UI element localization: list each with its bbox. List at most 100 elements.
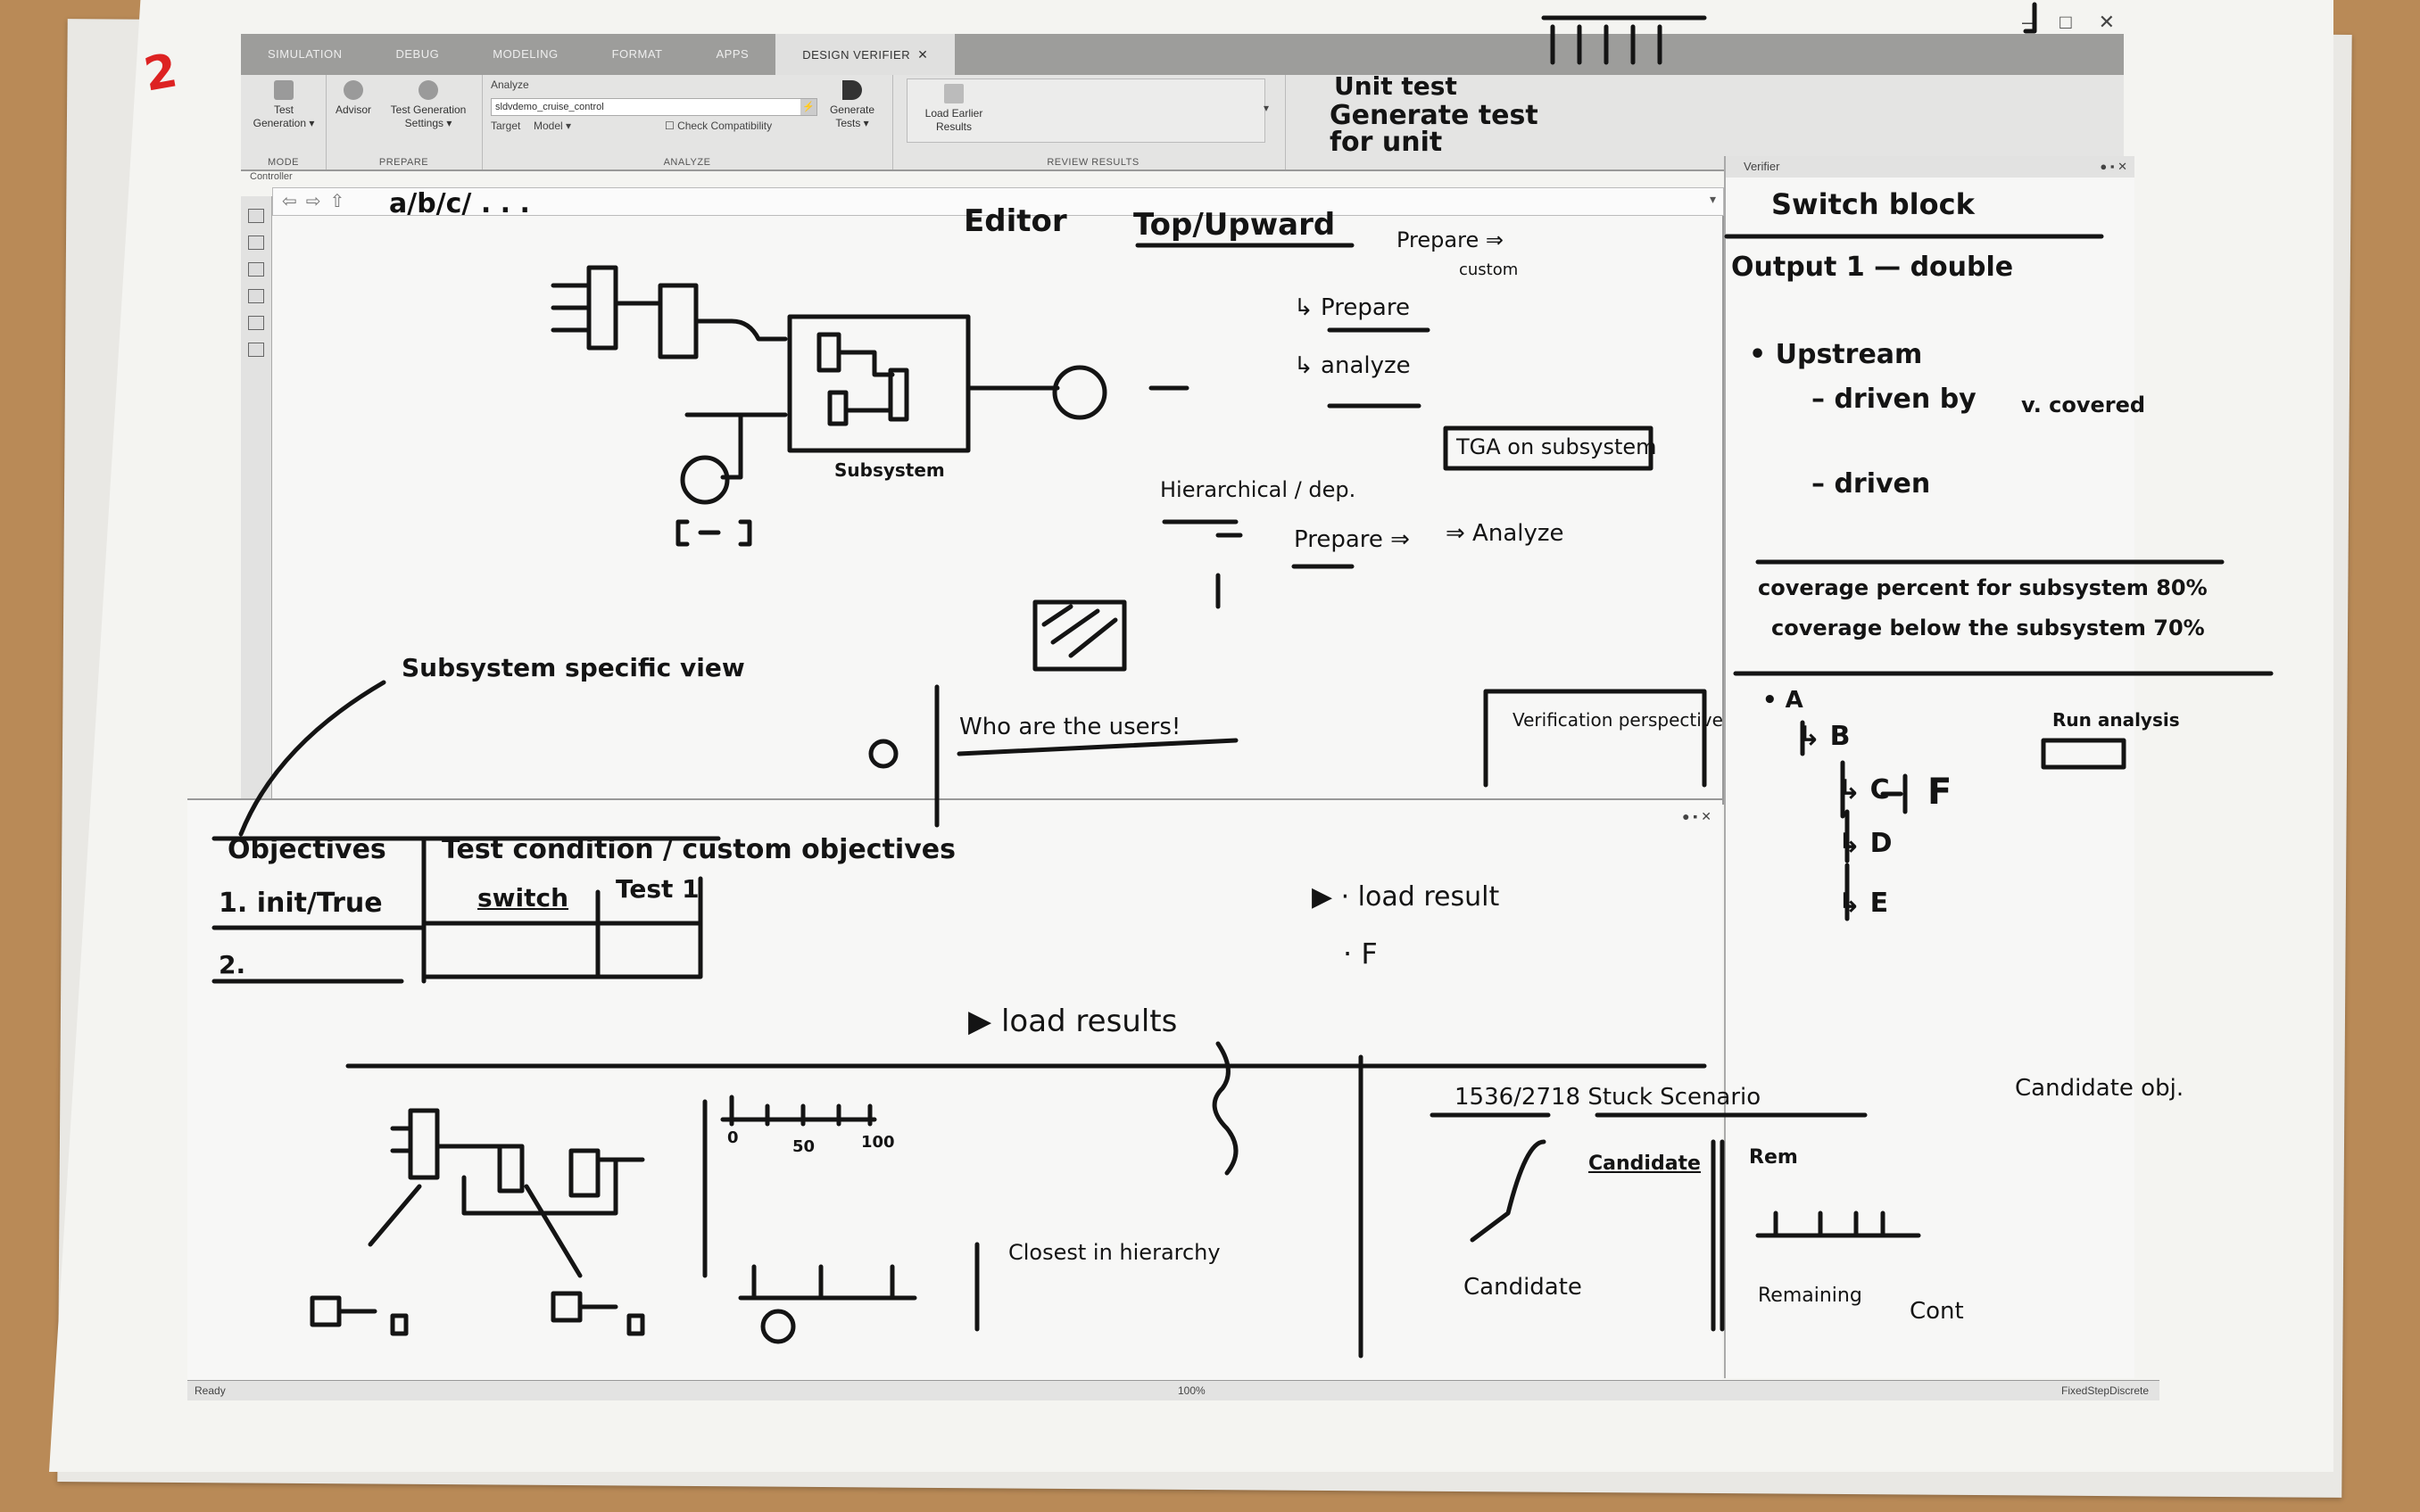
sketch-inport-block <box>551 265 618 351</box>
results-pane: ● ▪ ✕ <box>187 798 1722 1380</box>
note-axis-0: 0 <box>727 1128 739 1147</box>
note-switch-block: Switch block <box>1771 187 1975 221</box>
close-icon[interactable]: ✕ <box>2098 11 2115 33</box>
note-remaining: Remaining <box>1758 1285 1862 1307</box>
note-generate-test: Generate test for unit <box>1330 100 1538 158</box>
sketch-mini-arrows <box>368 1184 583 1278</box>
note-custom: custom <box>1459 260 1519 279</box>
note-tga: TGA on subsystem <box>1456 434 1657 459</box>
window-controls: – □ ✕ <box>2022 11 2115 34</box>
sketch-outport-circle <box>1052 365 1107 420</box>
note-who-users: Who are the users! <box>959 714 1181 740</box>
sketch-rem-axis <box>1755 1210 1921 1238</box>
note-run-analysis: Run analysis <box>2052 709 2180 731</box>
note-unit-test: Unit test <box>1334 71 1457 101</box>
note-test-condition-header: Test condition / custom objectives <box>442 834 956 865</box>
status-ready: Ready <box>195 1384 226 1397</box>
panel-controls-icon[interactable]: ● ▪ ✕ <box>2100 160 2127 173</box>
sketch-input-line <box>684 412 788 480</box>
analyze-label: Analyze <box>491 78 529 91</box>
note-coverage-2: coverage below the subsystem 70% <box>1771 616 2205 640</box>
note-row-2: 2. <box>219 950 246 979</box>
close-tab-icon[interactable]: ✕ <box>917 47 929 62</box>
tab-design-verifier[interactable]: DESIGN VERIFIER✕ <box>775 34 956 75</box>
sketch-verifier-rules <box>1724 234 2274 676</box>
generate-tests-button[interactable]: Generate Tests ▾ <box>821 80 883 130</box>
sketch-mini-blocks <box>310 1291 645 1336</box>
sketch-tree-lines <box>1800 720 2126 921</box>
sketch-axis-ticks <box>702 1095 877 1278</box>
check-compatibility-button[interactable]: ☐ Check Compatibility <box>665 120 773 132</box>
image-icon[interactable] <box>248 289 264 303</box>
advisor-icon <box>344 80 363 100</box>
checkbox-icon[interactable] <box>248 343 264 357</box>
note-prepare-item: ↳ Prepare <box>1294 294 1410 321</box>
note-v-covered: v. covered <box>2021 392 2146 417</box>
zoom-icon[interactable] <box>248 209 264 223</box>
maximize-icon[interactable]: □ <box>2059 11 2072 33</box>
pane-controls-icon[interactable]: ● ▪ ✕ <box>1682 809 1711 823</box>
note-analyze-flow: ⇒ Analyze <box>1446 520 1564 547</box>
tab-apps[interactable]: APPS <box>716 47 750 61</box>
note-prepare-flow: Prepare ⇒ <box>1294 526 1410 553</box>
note-axis-50: 50 <box>792 1137 816 1156</box>
group-analyze: Analyze sldvdemo_cruise_control ⚡ Target… <box>482 75 893 169</box>
tab-debug[interactable]: DEBUG <box>395 47 440 61</box>
test-generation-button[interactable]: Test Generation ▾ <box>248 80 319 130</box>
arrow-icon[interactable] <box>248 262 264 277</box>
model-name-input[interactable]: sldvdemo_cruise_control ⚡ <box>491 98 817 116</box>
sketch-subsystem-view-arrow <box>238 680 386 837</box>
tab-modeling[interactable]: MODELING <box>493 47 559 61</box>
note-coverage-1: coverage percent for subsystem 80% <box>1758 575 2208 600</box>
checklist-icon: ☐ <box>665 120 678 132</box>
group-analyze-label: ANALYZE <box>663 157 711 168</box>
sketch-rem-divider <box>1711 1139 1725 1332</box>
palette-toolbar <box>241 196 272 821</box>
chevron-down-icon[interactable]: ▾ <box>1709 192 1716 206</box>
note-upstream: • Upstream <box>1749 339 1923 370</box>
sketch-prepare-underline <box>1327 327 1430 409</box>
zoom-level: 100% <box>1178 1384 1206 1397</box>
sketch-subsystem-box <box>787 314 971 453</box>
model-canvas[interactable] <box>272 216 1724 805</box>
tab-simulation[interactable]: SIMULATION <box>268 47 343 61</box>
area-icon[interactable] <box>248 316 264 330</box>
gallery-expand-icon[interactable]: ▾ <box>1263 102 1269 114</box>
note-output: Output 1 — double <box>1731 252 2014 283</box>
test-generation-settings-button[interactable]: Test Generation Settings ▾ <box>379 80 477 130</box>
note-candidate-2: Candidate <box>1463 1274 1582 1301</box>
note-candidate-obj: Candidate obj. <box>2015 1075 2184 1102</box>
address-path: a/b/c/ . . . <box>389 188 530 219</box>
group-mode: Test Generation ▾ MODE <box>241 75 327 169</box>
tab-format[interactable]: FORMAT <box>611 47 663 61</box>
group-review-results: Load Earlier Results ▾ REVIEW RESULTS <box>901 75 1286 169</box>
status-bar: Ready 100% FixedStepDiscrete <box>187 1380 2159 1400</box>
model-browser-address-bar[interactable]: ⇦⇨⇧ a/b/c/ . . . ▾ <box>272 187 1724 219</box>
note-load-result: ▶ · load result <box>1312 881 1500 913</box>
sketch-smiley <box>760 1309 796 1344</box>
note-stuck-scenario: 1536/2718 Stuck Scenario <box>1454 1084 1761 1111</box>
sketch-objectives-table <box>211 836 721 984</box>
fit-view-icon[interactable] <box>248 235 264 250</box>
note-verification: Verification perspective <box>1512 709 1723 731</box>
app-window-printout: – □ ✕ SIMULATION DEBUG MODELING FORMAT A… <box>187 11 2159 1400</box>
sketch-star-circle <box>868 739 899 769</box>
sketch-hatched-box <box>1032 599 1127 672</box>
sketch-bracket <box>675 519 752 547</box>
nav-arrows-icon[interactable]: ⇦⇨⇧ <box>282 192 354 211</box>
minimize-icon[interactable]: – <box>2022 11 2034 33</box>
advisor-button[interactable]: Advisor <box>331 80 376 117</box>
note-bullet-f: · F <box>1343 937 1378 971</box>
lightning-icon[interactable]: ⚡ <box>800 99 816 115</box>
solver-name: FixedStepDiscrete <box>2061 1384 2150 1397</box>
document-icon <box>944 84 964 103</box>
note-editor: Editor <box>964 203 1067 239</box>
sketch-constant-circle <box>680 455 730 505</box>
note-closest: Closest in hierarchy <box>1008 1240 1221 1265</box>
note-analyze-item: ↳ analyze <box>1294 352 1411 379</box>
group-mode-label: MODE <box>268 157 299 168</box>
load-earlier-results-button[interactable]: Load Earlier Results <box>914 84 994 134</box>
sketch-block-a <box>613 283 788 359</box>
target-dropdown[interactable]: Model ▾ <box>534 120 572 132</box>
